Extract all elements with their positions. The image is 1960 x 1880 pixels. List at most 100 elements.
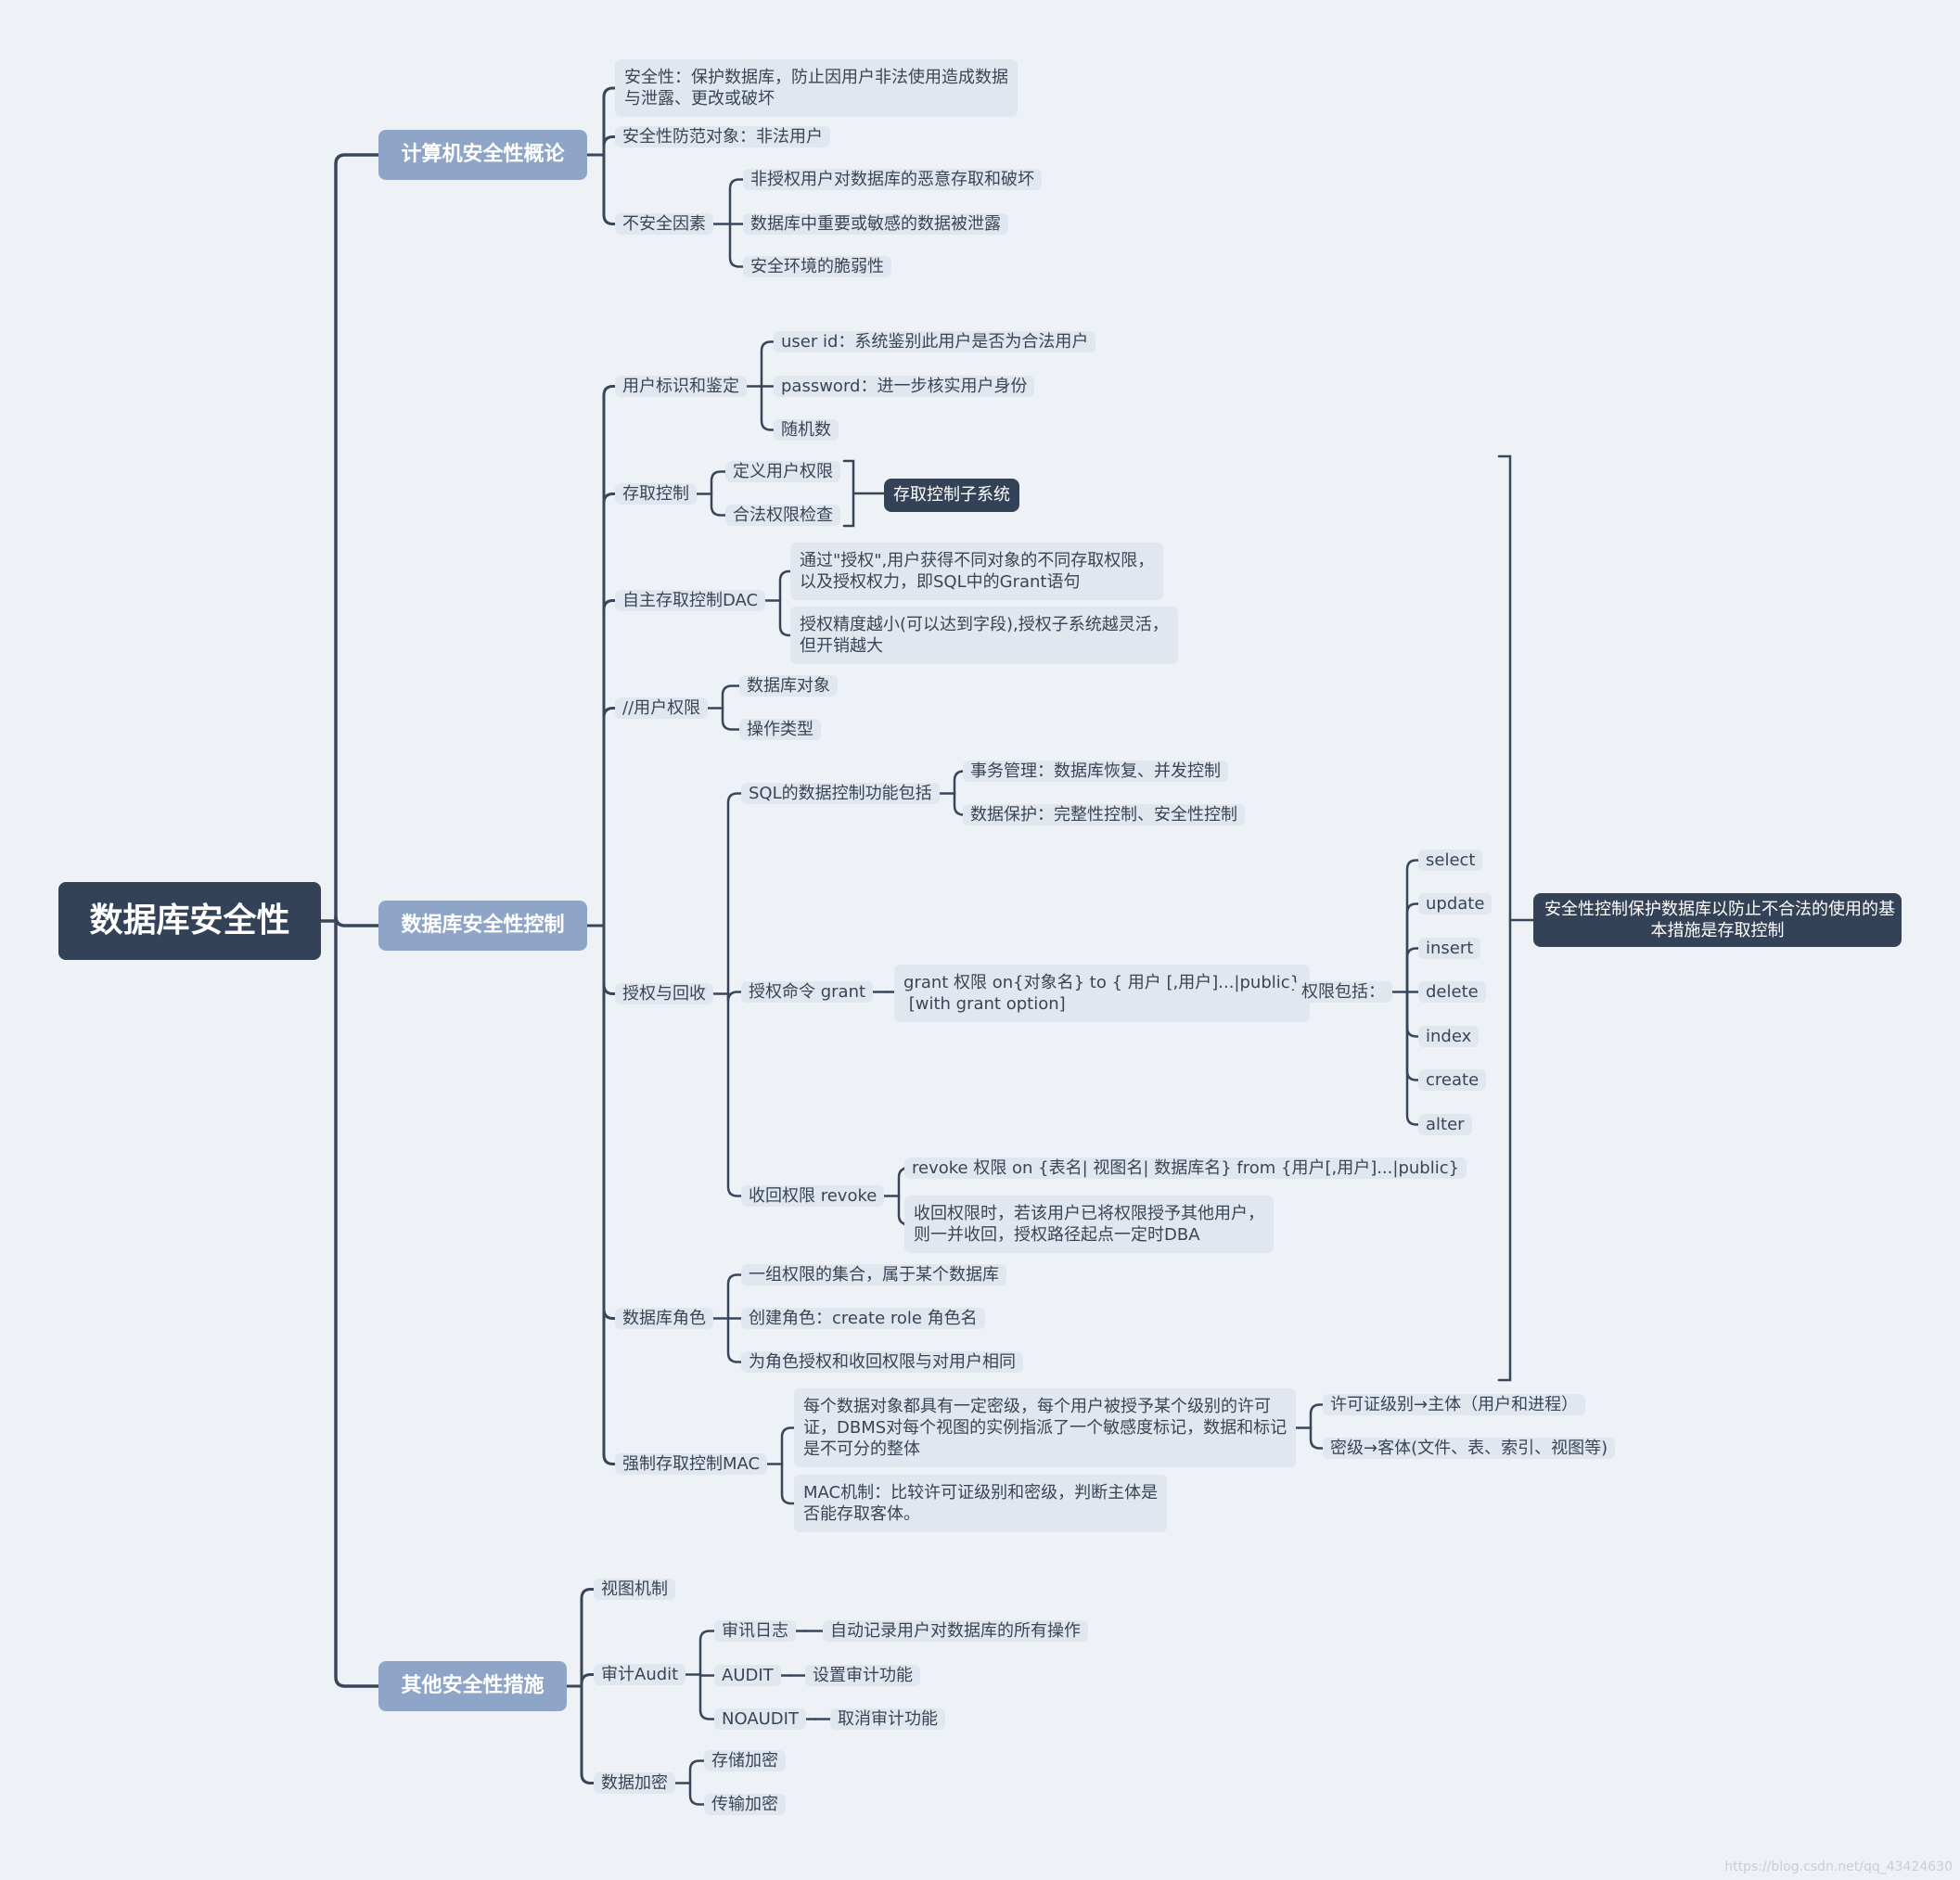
node-mac-secret-level[interactable]: 密级→客体(文件、表、索引、视图等) <box>1323 1438 1616 1459</box>
node-access-control[interactable]: 存取控制 <box>615 483 697 505</box>
connector <box>602 924 617 995</box>
node-permission-select[interactable]: select <box>1418 850 1483 871</box>
node-unsafe-item[interactable]: 非授权用户对数据库的恶意存取和破坏 <box>743 169 1042 190</box>
connector <box>602 707 617 927</box>
node-ident-item[interactable]: 随机数 <box>774 419 839 441</box>
node-permission-index[interactable]: index <box>1418 1026 1480 1047</box>
node-mac-mechanism[interactable]: MAC机制：比较许可证级别和密级，判断主体是 否能存取客体。 <box>794 1475 1168 1532</box>
node-sql-function-item[interactable]: 事务管理：数据库恢复、并发控制 <box>963 761 1228 782</box>
node-revoke-syntax[interactable]: revoke 权限 on {表名| 视图名| 数据库名} from {用户[,用… <box>904 1157 1467 1179</box>
connector <box>728 178 745 225</box>
node-role-item[interactable]: 一组权限的集合，属于某个数据库 <box>741 1264 1006 1285</box>
node-user-permission[interactable]: //用户权限 <box>615 697 709 719</box>
node-user-identification[interactable]: 用户标识和鉴定 <box>615 376 747 397</box>
node-unsafe-item[interactable]: 数据库中重要或敏感的数据被泄露 <box>743 213 1008 235</box>
node-transmission-encryption[interactable]: 传输加密 <box>704 1794 786 1815</box>
topic-security-overview[interactable]: 计算机安全性概论 <box>378 130 587 180</box>
node-view-mechanism[interactable]: 视图机制 <box>594 1579 675 1600</box>
node-sql-function-item[interactable]: 数据保护：完整性控制、安全性控制 <box>963 804 1245 825</box>
topic-other-measures[interactable]: 其他安全性措施 <box>378 1661 567 1711</box>
connector <box>688 1759 706 1784</box>
node-permission-create[interactable]: create <box>1418 1069 1487 1091</box>
connector <box>721 707 741 731</box>
connector <box>334 153 380 923</box>
node-audit-on-desc[interactable]: 设置审计功能 <box>805 1665 920 1686</box>
node-summary[interactable]: 安全性控制保护数据库以防止不合法的使用的基 本措施是存取控制 <box>1533 893 1902 947</box>
connector <box>580 1673 596 1688</box>
connector <box>334 919 380 1688</box>
node-audit-log-desc[interactable]: 自动记录用户对数据库的所有操作 <box>823 1620 1088 1642</box>
node-mac[interactable]: 强制存取控制MAC <box>615 1453 768 1475</box>
connector <box>760 385 775 431</box>
node-audit-off[interactable]: NOAUDIT <box>714 1708 806 1730</box>
connector <box>602 86 617 157</box>
connector <box>698 1673 716 1720</box>
node-dac-item[interactable]: 通过"授权",用户获得不同对象的不同存取权限， 以及授权权力，即SQL中的Gra… <box>790 543 1164 600</box>
connector <box>726 991 743 1002</box>
node-dac-item[interactable]: 授权精度越小(可以达到字段),授权子系统越灵活， 但开销越大 <box>790 607 1178 664</box>
connector <box>1405 991 1420 1126</box>
node-permission-delete[interactable]: delete <box>1418 981 1486 1003</box>
node-revoke-command[interactable]: 收回权限 revoke <box>741 1185 885 1207</box>
connector <box>842 459 855 528</box>
node-user-permission-item[interactable]: 数据库对象 <box>739 675 838 697</box>
connector <box>1497 454 1512 1382</box>
connector <box>721 684 741 710</box>
node-database-role[interactable]: 数据库角色 <box>615 1308 713 1329</box>
connector <box>1405 991 1420 1038</box>
node-ident-item[interactable]: password：进一步核实用户身份 <box>774 376 1035 397</box>
node-audit-off-desc[interactable]: 取消审计功能 <box>830 1708 945 1730</box>
connector <box>710 470 727 495</box>
node-mac-license-level[interactable]: 许可证级别→主体（用户和进程） <box>1323 1394 1586 1415</box>
node-access-item[interactable]: 合法权限检查 <box>725 505 840 526</box>
root-topic[interactable]: 数据库安全性 <box>58 882 321 960</box>
node-dac[interactable]: 自主存取控制DAC <box>615 590 766 611</box>
connector <box>334 915 380 927</box>
node-audit[interactable]: 审计Audit <box>594 1664 686 1685</box>
node-role-item[interactable]: 为角色授权和收回权限与对用户相同 <box>741 1351 1023 1373</box>
node-audit-log[interactable]: 审讯日志 <box>714 1620 796 1642</box>
node-grant-command[interactable]: 授权命令 grant <box>741 981 874 1003</box>
connector <box>688 1782 706 1806</box>
node-ident-item[interactable]: user id：系统鉴别此用户是否为合法用户 <box>774 331 1096 352</box>
node-security-definition[interactable]: 安全性：保护数据库，防止因用户非法使用造成数据 与泄露、更改或破坏 <box>615 59 1018 117</box>
node-revoke-note[interactable]: 收回权限时，若该用户已将权限授予其他用户， 则一并收回，授权路径起点一定时DBA <box>904 1196 1274 1253</box>
connector <box>1309 1403 1325 1429</box>
node-data-encryption[interactable]: 数据加密 <box>594 1772 675 1794</box>
node-grant-revoke[interactable]: 授权与回收 <box>615 983 713 1004</box>
topic-security-control[interactable]: 数据库安全性控制 <box>378 901 587 951</box>
node-audit-on[interactable]: AUDIT <box>714 1665 781 1686</box>
connector <box>780 1463 796 1505</box>
node-grant-syntax[interactable]: grant 权限 on{对象名} to { 用户 [,用户]...|public… <box>894 965 1311 1022</box>
node-access-item[interactable]: 定义用户权限 <box>725 461 840 482</box>
connector <box>1309 1426 1325 1450</box>
connector <box>580 1684 596 1784</box>
node-unsafe-factors[interactable]: 不安全因素 <box>615 213 713 235</box>
node-access-subsystem[interactable]: 存取控制子系统 <box>884 479 1019 512</box>
connector <box>602 492 617 927</box>
node-unsafe-item[interactable]: 安全环境的脆弱性 <box>743 256 891 277</box>
node-permission-alter[interactable]: alter <box>1418 1114 1472 1135</box>
connector <box>778 599 792 637</box>
node-sql-control-functions[interactable]: SQL的数据控制功能包括 <box>741 783 940 804</box>
connector <box>710 492 727 517</box>
connector <box>1405 902 1420 993</box>
connector <box>580 1588 596 1688</box>
connector <box>602 599 617 927</box>
connector <box>728 223 745 268</box>
connector <box>1405 947 1420 993</box>
connector <box>726 992 743 1197</box>
node-mac-description[interactable]: 每个数据对象都具有一定密级，每个用户被授予某个级别的许可 证，DBMS对每个视图… <box>794 1388 1297 1467</box>
node-storage-encryption[interactable]: 存储加密 <box>704 1750 786 1771</box>
node-role-item[interactable]: 创建角色：create role 角色名 <box>741 1308 985 1329</box>
node-permissions-include[interactable]: 权限包括： <box>1294 981 1392 1003</box>
node-user-permission-item[interactable]: 操作类型 <box>739 719 821 740</box>
node-permission-insert[interactable]: insert <box>1418 938 1481 959</box>
node-security-target[interactable]: 安全性防范对象：非法用户 <box>615 126 830 147</box>
connector <box>726 1273 743 1320</box>
node-permission-update[interactable]: update <box>1418 893 1492 914</box>
connector <box>602 135 617 157</box>
connector <box>1405 859 1420 993</box>
connector <box>602 924 617 1320</box>
